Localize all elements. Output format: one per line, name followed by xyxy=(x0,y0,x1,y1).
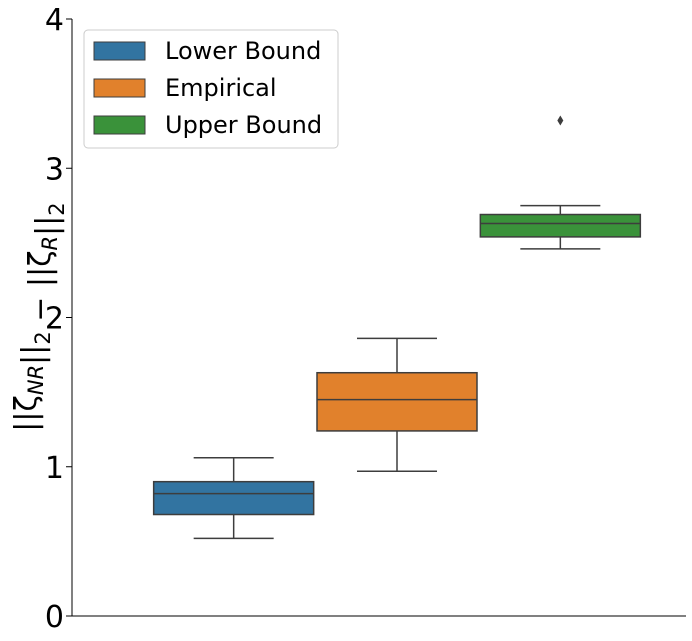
iqr-box xyxy=(479,213,642,238)
legend-swatch xyxy=(93,115,146,135)
iqr-box xyxy=(152,480,315,516)
legend-frame xyxy=(83,29,339,149)
box-empirical xyxy=(316,337,478,472)
y-tick-label: 2 xyxy=(45,302,64,337)
legend-label: Upper Bound xyxy=(165,111,322,139)
legend-swatch xyxy=(93,78,146,98)
iqr-box xyxy=(316,371,478,432)
y-tick-label: 1 xyxy=(45,451,64,486)
y-tick-label: 4 xyxy=(45,3,64,38)
y-axis-label-text: ||ζNR||2 − ||ζR||2 xyxy=(9,202,69,431)
legend-swatch xyxy=(93,41,146,61)
box-plot-series xyxy=(152,115,642,540)
outlier-point xyxy=(557,115,564,126)
box-upper-bound xyxy=(479,115,642,250)
y-tick-label: 0 xyxy=(45,600,64,635)
box-lower-bound xyxy=(152,457,315,540)
legend-label: Empirical xyxy=(165,74,277,102)
y-tick-label: 3 xyxy=(45,152,64,187)
legend-label: Lower Bound xyxy=(165,37,321,65)
y-axis-label: ||ζNR||2 − ||ζR||2 xyxy=(9,202,69,431)
y-axis-ticks: 0 1 2 3 4 xyxy=(45,3,72,635)
